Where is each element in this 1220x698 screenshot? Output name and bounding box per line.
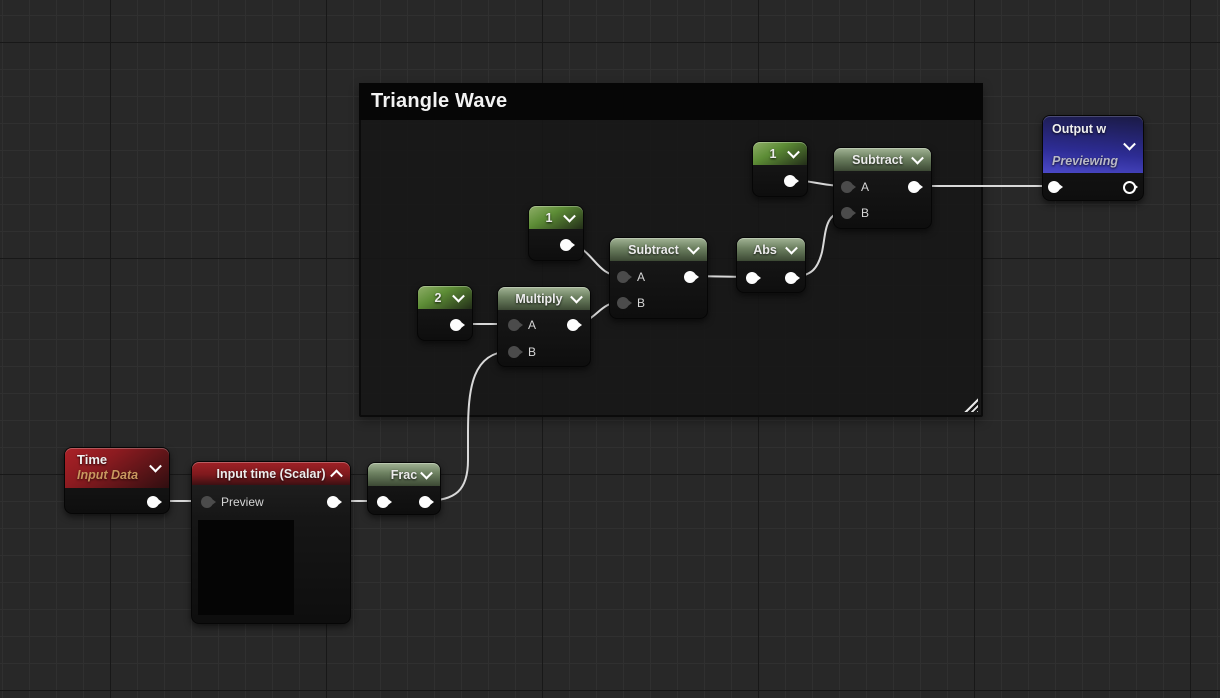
node-title: Subtract bbox=[852, 152, 903, 167]
chevron-down-icon[interactable] bbox=[452, 289, 465, 303]
chevron-down-icon[interactable] bbox=[420, 466, 433, 480]
constant-value: 1 bbox=[769, 146, 777, 161]
node-title: Input time (Scalar) bbox=[216, 466, 326, 481]
input-label-b: B bbox=[528, 345, 537, 359]
output-pin[interactable] bbox=[784, 175, 799, 187]
preview-input-pin[interactable] bbox=[201, 496, 216, 508]
input-label-a: A bbox=[528, 318, 537, 332]
output-pin[interactable] bbox=[567, 319, 582, 331]
chevron-down-icon[interactable] bbox=[687, 241, 700, 255]
node-header[interactable]: Time Input Data bbox=[65, 448, 169, 488]
comment-box[interactable]: Triangle Wave bbox=[359, 83, 983, 417]
input-pin[interactable] bbox=[377, 496, 392, 508]
preview-image bbox=[198, 520, 294, 615]
node-multiply[interactable]: Multiply A B bbox=[497, 286, 591, 367]
output-pin[interactable] bbox=[1123, 181, 1138, 194]
output-pin[interactable] bbox=[684, 271, 699, 283]
node-header[interactable]: Input time (Scalar) bbox=[192, 462, 350, 485]
node-title: Frac bbox=[390, 467, 418, 482]
input-pin-a[interactable] bbox=[841, 181, 856, 193]
input-label-b: B bbox=[861, 206, 870, 220]
output-pin[interactable] bbox=[560, 239, 575, 251]
input-pin-a[interactable] bbox=[508, 319, 523, 331]
node-header[interactable]: Subtract bbox=[834, 148, 931, 171]
input-pin-b[interactable] bbox=[841, 207, 856, 219]
chevron-down-icon[interactable] bbox=[563, 209, 576, 223]
constant-value: 1 bbox=[545, 210, 553, 225]
node-subtract-mid[interactable]: Subtract A B bbox=[609, 237, 708, 319]
comment-title: Triangle Wave bbox=[371, 90, 508, 112]
node-frac[interactable]: Frac bbox=[367, 462, 441, 515]
comment-title-bar[interactable]: Triangle Wave bbox=[359, 83, 983, 120]
node-output[interactable]: Output w Previewing bbox=[1042, 115, 1144, 201]
node-constant-1-top[interactable]: 1 bbox=[752, 141, 808, 197]
node-subtitle: Input Data bbox=[77, 468, 139, 482]
chevron-down-icon[interactable] bbox=[787, 145, 800, 159]
node-header[interactable]: 1 bbox=[753, 142, 807, 165]
node-header[interactable]: Subtract bbox=[610, 238, 707, 261]
output-pin[interactable] bbox=[785, 272, 800, 284]
node-title: Subtract bbox=[628, 242, 679, 257]
input-label-a: A bbox=[861, 180, 870, 194]
node-header[interactable]: Multiply bbox=[498, 287, 590, 310]
input-pin-a[interactable] bbox=[617, 271, 632, 283]
constant-value: 2 bbox=[434, 290, 442, 305]
chevron-down-icon[interactable] bbox=[911, 151, 924, 165]
chevron-down-icon[interactable] bbox=[570, 290, 583, 304]
node-abs[interactable]: Abs bbox=[736, 237, 806, 293]
preview-label: Preview bbox=[221, 495, 264, 509]
node-header[interactable]: Frac bbox=[368, 463, 440, 486]
chevron-up-icon[interactable] bbox=[330, 468, 343, 482]
chevron-down-icon[interactable] bbox=[1123, 137, 1136, 151]
node-header[interactable]: Output w Previewing bbox=[1043, 116, 1143, 173]
node-header[interactable]: 1 bbox=[529, 206, 583, 229]
output-pin[interactable] bbox=[450, 319, 465, 331]
output-pin[interactable] bbox=[419, 496, 434, 508]
input-pin[interactable] bbox=[1048, 181, 1063, 193]
node-subtract-top[interactable]: Subtract A B bbox=[833, 147, 932, 229]
node-time[interactable]: Time Input Data bbox=[64, 447, 170, 514]
input-label-b: B bbox=[637, 296, 646, 310]
preview-status: Previewing bbox=[1052, 154, 1118, 168]
node-constant-2[interactable]: 2 bbox=[417, 285, 473, 341]
output-pin[interactable] bbox=[908, 181, 923, 193]
node-title: Multiply bbox=[515, 291, 563, 306]
output-pin[interactable] bbox=[327, 496, 342, 508]
chevron-down-icon[interactable] bbox=[785, 241, 798, 255]
node-title: Abs bbox=[753, 242, 777, 257]
node-input-time[interactable]: Input time (Scalar) Preview bbox=[191, 461, 351, 624]
input-pin-b[interactable] bbox=[617, 297, 632, 309]
node-title: Output w bbox=[1052, 122, 1107, 136]
node-header[interactable]: 2 bbox=[418, 286, 472, 309]
node-header[interactable]: Abs bbox=[737, 238, 805, 261]
wire-frac-to-multiply-b[interactable] bbox=[423, 350, 513, 502]
output-pin[interactable] bbox=[147, 496, 162, 508]
chevron-down-icon[interactable] bbox=[149, 459, 162, 473]
node-title: Time bbox=[77, 452, 108, 467]
input-label-a: A bbox=[637, 270, 646, 284]
input-pin-b[interactable] bbox=[508, 346, 523, 358]
input-pin[interactable] bbox=[746, 272, 761, 284]
node-constant-1-mid[interactable]: 1 bbox=[528, 205, 584, 261]
